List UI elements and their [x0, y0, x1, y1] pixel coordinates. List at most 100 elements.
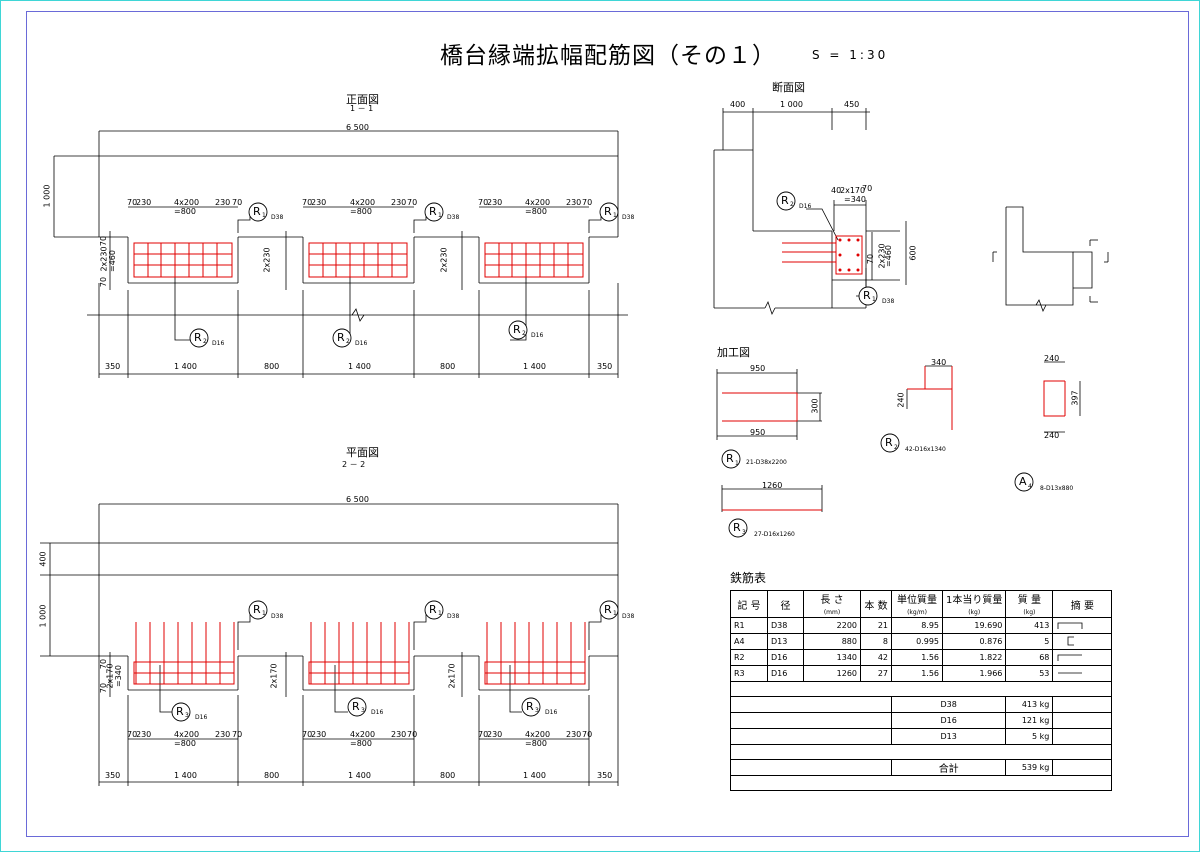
plan-r1-callout-c: R: [604, 603, 612, 616]
drawing-title: 橋台縁端拡幅配筋図（その１）: [440, 43, 776, 69]
section-bar-dots: [838, 238, 860, 272]
plan-height-1000: 1 000: [38, 604, 48, 628]
table-row: R1 D38 2200 21 8.95 19.690 413: [730, 617, 1113, 634]
front-total-dim: 6 500: [346, 123, 369, 132]
plan-dim-4x200c: 4x200: [525, 730, 551, 739]
front-dim-70f: 70: [582, 198, 593, 207]
bending-r2-spec: 42-D16x1340: [905, 446, 946, 453]
bending-heading: 加工図: [717, 346, 750, 359]
front-bottom-800a: 800: [264, 362, 280, 371]
bending-r1-dim-950a: 950: [750, 364, 766, 373]
section-r2-callout: R: [781, 194, 789, 207]
front-dim-230d: 230: [391, 198, 407, 207]
shape-sketch-a4: [1052, 633, 1113, 650]
col-mark: 記 号: [730, 590, 768, 618]
front-height-dim: 1 000: [42, 184, 52, 208]
rebar-table-header-row: 記 号 径 長 さ(mm) 本 数 単位質量(kg/m) 1本当り質量(kg) …: [730, 590, 1113, 618]
plan-bottom-800b: 800: [440, 771, 456, 780]
table-row: R2 D16 1340 42 1.56 1.822 68: [730, 649, 1113, 666]
front-view-section-mark: 1 － 1: [350, 104, 374, 113]
plan-side-2x170b: 2x170: [269, 663, 279, 689]
front-dim-800b: =800: [350, 207, 372, 216]
plan-dim-230e: 230: [487, 730, 503, 739]
front-bottom-350b: 350: [597, 362, 613, 371]
plan-dim-70f: 70: [582, 730, 593, 739]
front-side-2x230c: 2x230: [439, 247, 449, 273]
bending-r1-label: R: [726, 452, 734, 465]
summary-row: D13 5 kg: [730, 728, 1113, 745]
plan-r1-callout-a: R: [253, 603, 261, 616]
front-dim-70a: 70: [127, 198, 138, 207]
rebar-table: 記 号 径 長 さ(mm) 本 数 単位質量(kg/m) 1本当り質量(kg) …: [729, 590, 1113, 791]
section-side-600: 600: [908, 245, 918, 261]
table-row: A4 D13 880 8 0.995 0.876 5: [730, 633, 1113, 650]
plan-dim-70d: 70: [407, 730, 418, 739]
plan-view-section-mark: 2 － 2: [342, 460, 366, 469]
shape-sketch-r2: [1052, 649, 1113, 666]
front-dim-70d: 70: [407, 198, 418, 207]
plan-total-dim: 6 500: [346, 495, 369, 504]
plan-dim-800b: =800: [350, 739, 372, 748]
bending-a4-dim-240b: 240: [1044, 431, 1060, 440]
front-dim-230b: 230: [215, 198, 231, 207]
section-side-70: 70: [866, 253, 876, 265]
bending-a4-dim-240a: 240: [1044, 354, 1060, 363]
plan-view-outline: [40, 503, 619, 786]
plan-r3-callout-a: R: [176, 705, 184, 718]
front-dim-4x200b: 4x200: [350, 198, 376, 207]
section-dim-400: 400: [730, 100, 746, 109]
bending-a4-label: A: [1019, 475, 1027, 488]
plan-dim-230f: 230: [566, 730, 582, 739]
shape-sketch-r1: [1052, 617, 1113, 634]
front-dim-70b: 70: [232, 198, 243, 207]
plan-dim-230c: 230: [311, 730, 327, 739]
front-dim-230a: 230: [136, 198, 152, 207]
front-side-70b: 70: [99, 276, 109, 288]
front-side-2x230b: 2x230: [262, 247, 272, 273]
col-diameter: 径: [767, 590, 804, 618]
bending-r3-label: R: [733, 521, 741, 534]
plan-bottom-1400c: 1 400: [523, 771, 546, 780]
sheet-inner-border: [26, 11, 1189, 837]
front-dim-4x200: 4x200: [174, 198, 200, 207]
callout-circles: [171, 191, 1034, 722]
section-dim-1000: 1 000: [780, 100, 803, 109]
bending-r3-dim-1260: 1260: [762, 481, 783, 490]
front-bottom-350a: 350: [105, 362, 121, 371]
plan-r1-callout-b: R: [429, 603, 437, 616]
col-unit-mass: 単位質量(kg/m): [891, 590, 943, 618]
front-r2-callout-c: R: [513, 323, 521, 336]
plan-dim-70b: 70: [232, 730, 243, 739]
shape-sketch-r3: [1052, 665, 1113, 682]
front-dim-4x200c: 4x200: [525, 198, 551, 207]
front-bottom-800b: 800: [440, 362, 456, 371]
front-r1-callout-a: R: [253, 205, 261, 218]
plan-bottom-800a: 800: [264, 771, 280, 780]
section-view-heading: 断面図: [772, 81, 805, 94]
bending-a4-spec: 8-D13x880: [1040, 485, 1074, 492]
front-dim-70e: 70: [478, 198, 489, 207]
col-count: 本 数: [860, 590, 892, 618]
front-view-heading: 正面図: [346, 93, 379, 106]
front-dim-800c: =800: [525, 207, 547, 216]
plan-bottom-350a: 350: [105, 771, 121, 780]
plan-height-400: 400: [38, 551, 48, 567]
section-dim-340: =340: [844, 195, 866, 204]
section-view-outline: [713, 108, 1109, 316]
front-r2-callout-b: R: [337, 331, 345, 344]
bending-r1-dim-950b: 950: [750, 428, 766, 437]
plan-dim-70a: 70: [127, 730, 138, 739]
section-dim-450: 450: [844, 100, 860, 109]
drawing-scale: S = 1:30: [812, 48, 889, 62]
plan-dim-800a: =800: [174, 739, 196, 748]
section-side-460: =460: [883, 245, 893, 267]
plan-dim-70e: 70: [478, 730, 489, 739]
plan-dim-4x200b: 4x200: [350, 730, 376, 739]
bending-r2-dim-340: 340: [931, 358, 947, 367]
section-dim-70: 70: [862, 184, 873, 193]
bending-r2-label: R: [885, 436, 893, 449]
summary-row: D38 413 kg: [730, 696, 1113, 713]
plan-side-340: =340: [113, 665, 123, 687]
front-r2-callout-a: R: [194, 331, 202, 344]
table-row: R3 D16 1260 27 1.56 1.966 53: [730, 665, 1113, 682]
